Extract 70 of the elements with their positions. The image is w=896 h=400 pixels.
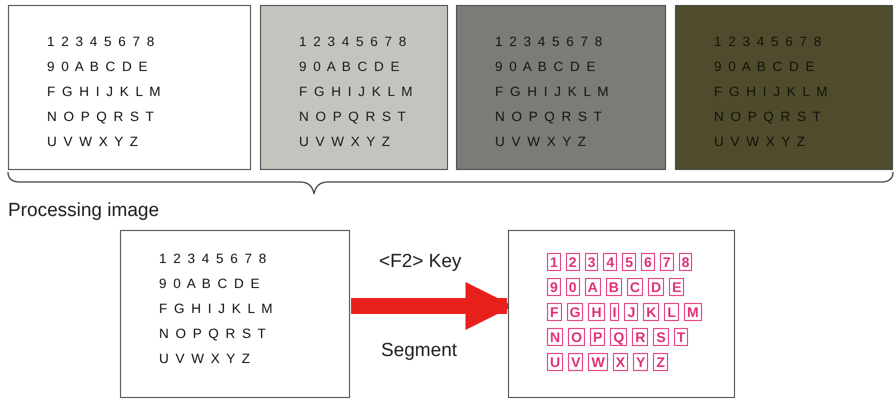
character-row-text: 1 2 3 4 5 6 7 8 — [495, 33, 604, 51]
character-row-text: U V W X Y Z — [299, 133, 392, 151]
character-row-text: N O P Q R S T — [299, 108, 408, 126]
caption-text: Processing image — [8, 200, 160, 222]
segmented-character: U — [547, 352, 564, 370]
segmented-character: O — [568, 328, 586, 346]
character-row-text: 9 0 A B C D E — [714, 58, 816, 76]
segmented-character: K — [643, 302, 660, 320]
character-row-text: F G H I J K L M — [299, 83, 414, 101]
segmented-character: Z — [653, 352, 668, 370]
segmented-character: F — [547, 302, 562, 320]
segmented-character: L — [664, 302, 679, 320]
segmented-character: 9 — [547, 278, 561, 296]
segmented-character: 8 — [678, 252, 692, 270]
character-row-text: 1 2 3 4 5 6 7 8 — [159, 250, 268, 268]
edge-label: <F2> Key — [379, 251, 462, 273]
character-row-text: 1 2 3 4 5 6 7 8 — [714, 33, 823, 51]
character-row-text: F G H I J K L M — [159, 300, 274, 318]
segmented-character: I — [610, 302, 620, 320]
character-row-text: U V W X Y Z — [714, 133, 807, 151]
segmented-character: S — [653, 328, 669, 346]
segmented-character: P — [590, 328, 606, 346]
segmented-character: D — [648, 278, 664, 296]
image-panel — [456, 5, 666, 170]
segmented-character: W — [588, 352, 608, 370]
image-panel — [675, 5, 893, 170]
segmented-character: E — [669, 278, 684, 296]
character-row-text: 1 2 3 4 5 6 7 8 — [47, 33, 156, 51]
segmented-character: G — [566, 302, 584, 320]
character-row-text: 9 0 A B C D E — [495, 58, 598, 76]
segmented-character: X — [612, 352, 628, 370]
segmented-character: Q — [610, 328, 628, 346]
character-row-text: U V W X Y Z — [159, 350, 252, 368]
character-row-text: F G H I J K L M — [714, 83, 830, 101]
character-row-text: 9 0 A B C D E — [299, 58, 402, 76]
character-row-text: N O P Q R S T — [495, 108, 604, 126]
segmented-character: B — [606, 278, 622, 296]
segmented-image-panel — [508, 230, 735, 398]
segmented-character: V — [568, 352, 584, 370]
segmented-character: J — [624, 302, 638, 320]
segmented-character: 2 — [566, 252, 580, 270]
segmented-character: 5 — [622, 252, 636, 270]
segmented-character: 7 — [660, 252, 674, 270]
image-panel — [120, 230, 350, 398]
segmented-character: M — [684, 302, 702, 320]
segmented-character: C — [626, 278, 643, 296]
segmented-character: A — [584, 278, 601, 296]
character-row-text: 9 0 A B C D E — [47, 58, 150, 76]
segmented-character: 1 — [547, 252, 561, 270]
step-caption: Segment — [381, 340, 458, 362]
segmented-character: 0 — [566, 278, 580, 296]
segmented-character: R — [632, 328, 648, 346]
character-row-text: U V W X Y Z — [495, 133, 588, 151]
image-panel — [260, 5, 448, 170]
segmented-character: N — [547, 328, 564, 346]
character-row-text: U V W X Y Z — [47, 133, 140, 151]
segmented-character: H — [588, 302, 605, 320]
character-row-text: F G H I J K L M — [47, 83, 162, 101]
character-row-text: 9 0 A B C D E — [159, 275, 262, 293]
character-row-text: N O P Q R S T — [47, 108, 156, 126]
image-panel — [8, 5, 251, 170]
character-row-text: N O P Q R S T — [159, 325, 268, 343]
character-row-text: N O P Q R S T — [714, 108, 822, 126]
segmented-character: T — [674, 328, 688, 346]
segmented-character: Y — [633, 352, 648, 370]
segmented-character: 6 — [640, 252, 655, 270]
segmented-character: 4 — [603, 252, 618, 270]
character-row-text: 1 2 3 4 5 6 7 8 — [299, 33, 408, 51]
segmented-character: 3 — [584, 252, 598, 270]
character-row-text: F G H I J K L M — [495, 83, 610, 101]
